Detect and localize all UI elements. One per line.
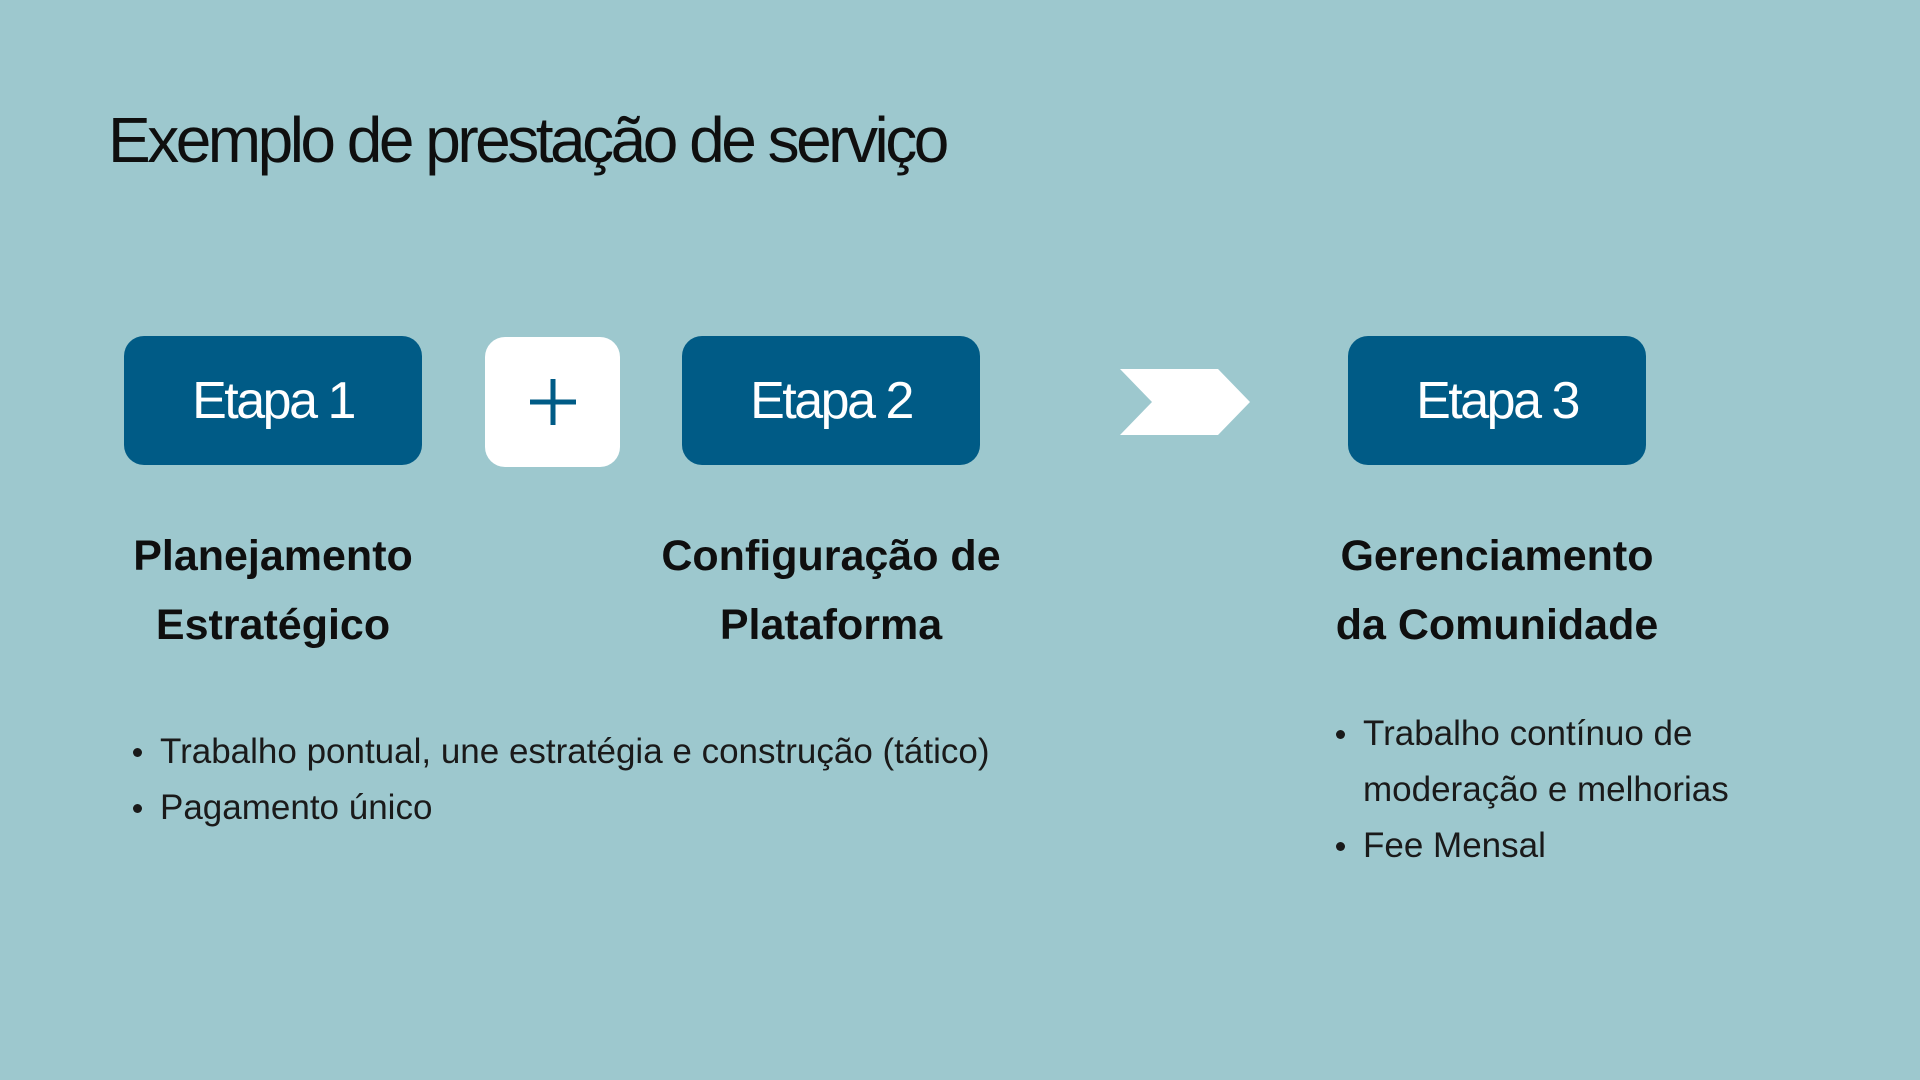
- plus-icon: [529, 379, 576, 425]
- list-item: Trabalho pontual, une estratégia e const…: [127, 724, 1107, 780]
- stage-3-heading-line-1: Gerenciamento: [1340, 532, 1654, 580]
- stage-1-box: Etapa 1: [124, 336, 422, 465]
- list-item: Trabalho contínuo de moderação e melhori…: [1330, 706, 1770, 818]
- right-bullet-list: Trabalho contínuo de moderação e melhori…: [1330, 706, 1770, 874]
- left-bullet-list: Trabalho pontual, une estratégia e const…: [127, 724, 1107, 836]
- stage-3-box: Etapa 3: [1348, 336, 1646, 465]
- stage-1-heading: Planejamento Estratégico: [13, 522, 533, 660]
- stage-2-heading: Configuração de Plataforma: [571, 522, 1091, 660]
- stage-3-heading: Gerenciamento da Comunidade: [1237, 522, 1757, 660]
- page-title: Exemplo de prestação de serviço: [108, 104, 949, 176]
- list-item: Pagamento único: [127, 780, 1107, 836]
- stage-3-heading-line-2: da Comunidade: [1335, 601, 1659, 649]
- stage-2-heading-line-1: Configuração de: [661, 532, 1001, 580]
- list-item: Fee Mensal: [1330, 818, 1770, 874]
- stage-2-box: Etapa 2: [682, 336, 980, 465]
- plus-box: [485, 337, 620, 467]
- stage-1-heading-line-1: Planejamento: [133, 532, 413, 580]
- chevron-right-icon: [1120, 369, 1250, 435]
- stage-1-heading-line-2: Estratégico: [155, 601, 391, 649]
- stage-2-heading-line-2: Plataforma: [719, 601, 943, 649]
